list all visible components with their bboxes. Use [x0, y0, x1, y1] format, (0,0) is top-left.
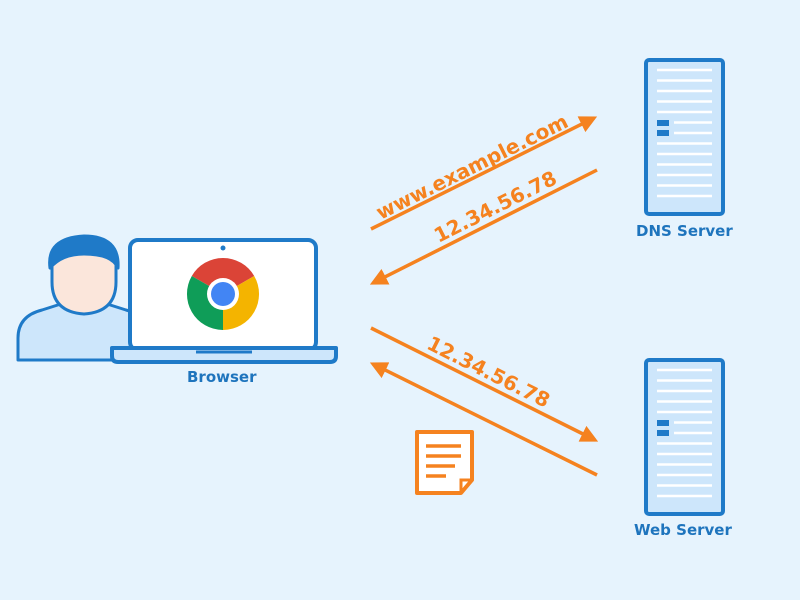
web-server-icon	[644, 358, 725, 516]
dns-response-arrow	[369, 168, 598, 285]
chrome-logo-icon	[186, 257, 260, 331]
web-request-arrow	[370, 326, 599, 442]
dns-request-arrow	[370, 116, 598, 231]
dns-server-icon	[644, 58, 725, 216]
web-server-label: Web Server	[634, 521, 732, 539]
browser-label: Browser	[187, 368, 257, 386]
dns-server-label: DNS Server	[636, 222, 733, 240]
document-icon	[415, 430, 474, 495]
arrows	[369, 116, 599, 477]
web-response-arrow	[369, 362, 598, 477]
user-avatar-icon	[16, 234, 152, 362]
